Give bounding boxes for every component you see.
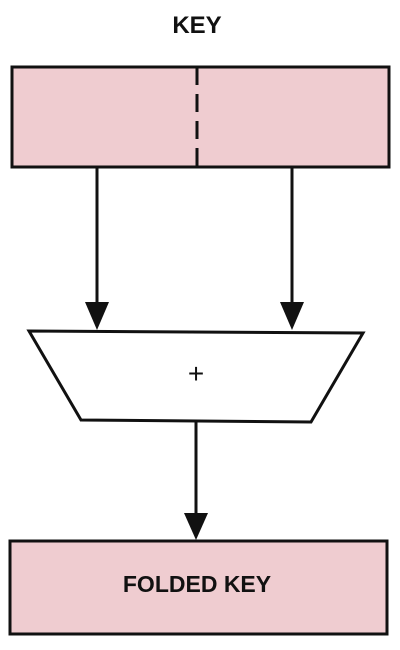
output-arrowhead: [184, 513, 208, 540]
folded-key-label: FOLDED KEY: [123, 571, 271, 597]
folded-key-box: [8, 539, 389, 636]
adder-trapezoid: [26, 329, 366, 424]
key-box: [10, 65, 391, 169]
adder-plus-symbol: +: [188, 358, 204, 389]
right-half-arrowhead: [280, 302, 304, 330]
key-title: KEY: [172, 12, 221, 39]
left-half-arrowhead: [85, 302, 109, 330]
